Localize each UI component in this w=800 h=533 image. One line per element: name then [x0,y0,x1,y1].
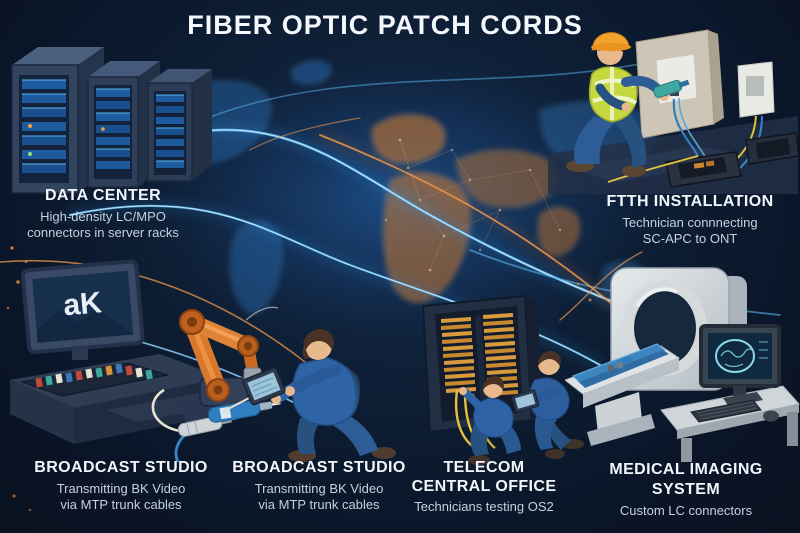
broadcast-technician [242,329,396,462]
label-ftth: FTTH INSTALLATION Technician connnecting… [586,192,794,248]
broadcast-left-line1: Transmitting BK Video [56,481,186,496]
label-medical: MEDICAL IMAGING SYSTEM Custom LC connect… [574,460,798,519]
telecom-line1: Technicians testing OS2 [414,499,554,515]
label-broadcast-center: BROADCAST STUDIO Transmitting BK Video v… [220,458,418,514]
ftth-heading: FTTH INSTALLATION [606,193,774,210]
test-device [242,367,286,406]
label-telecom: TELECOM CENTRAL OFFICE Technicians testi… [400,458,568,516]
network-nodes [384,138,562,272]
fiber-tool [653,79,690,98]
monitor-screen-text: aK [62,286,103,322]
label-data-center: DATA CENTER High-density LC/MPO connecto… [8,186,198,242]
ftth-line1: Technician connnecting [622,215,758,230]
floor-splice-boxes [607,132,798,188]
telecom-scene [421,294,584,465]
broadcast-left-line2: via MTP trunk cables [60,497,182,513]
broadcast-left-heading: BROADCAST STUDIO [34,459,208,476]
telecom-heading: TELECOM CENTRAL OFFICE [400,458,568,496]
broadcast-center-line2: via MTP trunk cables [258,497,380,513]
tablet [511,389,540,413]
page-title: FIBER OPTIC PATCH CORDS [187,10,583,40]
telecom-technician-tablet [511,351,584,459]
fiber-connectors [151,388,281,463]
server-racks-illustration [11,47,212,194]
data-center-heading: DATA CENTER [44,187,162,204]
ftth-scene [548,29,798,194]
ftth-technician [566,32,690,177]
data-center-line2: connectors in server racks [27,225,179,241]
server-cabinet [147,69,212,182]
label-broadcast-left: BROADCAST STUDIO Transmitting BK Video v… [22,458,220,514]
patient-table [565,343,681,446]
broadcast-center-line1: Transmitting BK Video [254,481,384,496]
telecom-heading-line1: TELECOM [443,459,525,476]
wall-junction-box [727,61,775,171]
data-center-line1: High-density LC/MPO [40,209,166,224]
broadcast-field-scene [151,329,396,463]
broadcast-center-heading: BROADCAST STUDIO [232,459,406,476]
medical-imaging-scene [565,267,800,462]
keyboard [690,399,762,423]
telecom-technician-kneeling [459,376,521,465]
ftth-line2: SC-APC to ONT [642,231,738,247]
medical-line1: Custom LC connectors [619,503,753,518]
workstation-monitor [699,324,781,407]
medical-heading: MEDICAL IMAGING SYSTEM [609,461,763,498]
broadcast-monitor: aK [20,259,145,355]
mouse [763,410,779,422]
telecom-heading-line2: CENTRAL OFFICE [411,478,557,496]
